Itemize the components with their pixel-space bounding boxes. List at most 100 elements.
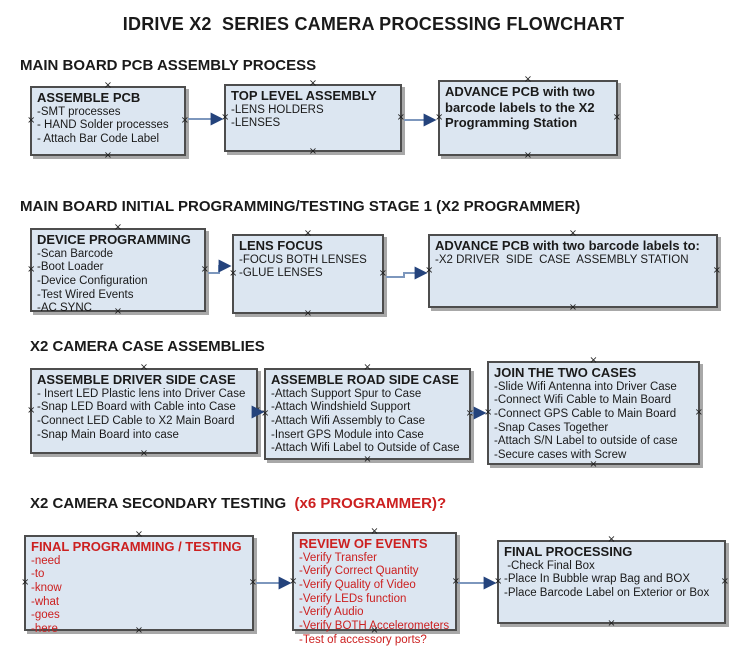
box-item: -Connect LED Cable to X2 Main Board (37, 414, 235, 427)
box-item: -Scan Barcode (37, 247, 114, 260)
box-items: -Check Final Box-Place In Bubble wrap Ba… (504, 560, 719, 601)
connection-point-icon: × (134, 625, 144, 636)
box-item: -Insert GPS Module into Case (271, 428, 424, 441)
connection-point-icon: × (435, 112, 444, 123)
box-item: -to (31, 568, 45, 581)
flow-box-join-the-two-cases: JOIN THE TWO CASES -Slide Wifi Antenna i… (484, 356, 703, 470)
connector-arrow-lensfocus-to-advance (386, 266, 428, 280)
connection-point-icon: × (113, 306, 123, 317)
box-title: ASSEMBLE DRIVER SIDE CASE (37, 372, 236, 387)
connection-point-icon: × (139, 362, 149, 373)
box-title: ADVANCE PCB with two barcode labels to: (435, 238, 700, 253)
connection-point-icon: × (451, 575, 460, 587)
connection-point-icon: × (113, 222, 123, 233)
connection-point-icon: × (139, 448, 149, 459)
box-title: DEVICE PROGRAMMING (37, 232, 191, 247)
box-item: -Attach S/N Label to outside of case (494, 435, 678, 448)
box-item: - HAND Solder processes (37, 119, 169, 132)
box-item: -goes (31, 609, 60, 622)
box-item: -AC SYNC (37, 302, 92, 315)
flow-box-assemble-pcb: ASSEMBLE PCB -SMT processes- HAND Solder… (27, 81, 189, 161)
connection-point-icon: × (252, 405, 261, 416)
box-item: -Snap Cases Together (494, 421, 609, 434)
box-item: -need (31, 554, 61, 567)
section-heading-initial-programming: MAIN BOARD INITIAL PROGRAMMING/TESTING S… (20, 198, 581, 215)
connection-point-icon: × (261, 408, 270, 419)
connection-point-icon: × (103, 80, 113, 91)
box-item: -Verify Transfer (299, 551, 377, 564)
box-item: -Connect GPS Cable to Main Board (494, 407, 677, 420)
connection-point-icon: × (370, 526, 379, 537)
box-item: -GLUE LENSES (239, 267, 323, 280)
connection-point-icon: × (303, 308, 313, 319)
connection-point-icon: × (720, 576, 729, 587)
connection-point-icon: × (134, 529, 144, 540)
connection-point-icon: × (27, 405, 36, 416)
box-item: - Insert LED Plastic lens into Driver Ca… (37, 387, 246, 400)
connection-point-icon: × (289, 575, 298, 587)
connection-point-icon: × (303, 228, 313, 239)
box-items: -X2 DRIVER SIDE CASE ASSEMBLY STATION (435, 254, 711, 268)
box-item: - Attach Bar Code Label (37, 132, 160, 145)
box-item: -Attach Wifi Label to Outside of Case (271, 442, 460, 455)
box-item: -Test Wired Events (37, 288, 134, 301)
box-items: - Insert LED Plastic lens into Driver Ca… (37, 388, 251, 443)
connection-point-icon: × (494, 576, 503, 587)
connector-arrow-device-to-lensfocus (208, 259, 232, 274)
flow-box-top-level-assembly: TOP LEVEL ASSEMBLY -LENS HOLDERS-LENSES … (221, 79, 405, 157)
box-item: -Attach Windshield Support (271, 401, 411, 414)
connection-point-icon: × (370, 625, 379, 636)
connection-point-icon: × (229, 268, 238, 279)
box-items: -LENS HOLDERS-LENSES (231, 104, 395, 131)
connection-point-icon: × (612, 112, 621, 123)
connection-point-icon: × (308, 78, 318, 89)
connection-point-icon: × (221, 112, 230, 123)
box-title: TOP LEVEL ASSEMBLY (231, 88, 377, 103)
box-item: -Device Configuration (37, 274, 148, 287)
flow-box-advance-pcb-driver-side: ADVANCE PCB with two barcode labels to: … (425, 229, 721, 313)
connection-point-icon: × (103, 150, 113, 161)
connection-point-icon: × (363, 454, 372, 465)
box-item: -Test of accessory ports? (299, 633, 427, 646)
box-item: -FOCUS BOTH LENSES (239, 253, 367, 266)
connection-point-icon: × (248, 577, 257, 588)
connection-point-icon: × (465, 408, 474, 419)
connection-point-icon: × (607, 618, 616, 629)
flow-box-advance-pcb-programming-station: ADVANCE PCB with two barcode labels to t… (435, 75, 621, 161)
section-heading-secondary-testing: X2 CAMERA SECONDARY TESTING (x6 PROGRAMM… (30, 495, 446, 512)
box-item: -Verify Audio (299, 606, 364, 619)
connection-point-icon: × (180, 115, 189, 126)
box-item: -Attach Wifi Assembly to Case (271, 414, 426, 427)
box-items: -Scan Barcode-Boot Loader-Device Configu… (37, 248, 199, 316)
box-title: LENS FOCUS (239, 238, 323, 253)
box-items: -Slide Wifi Antenna into Driver Case-Con… (494, 381, 693, 463)
connection-point-icon: × (523, 150, 533, 161)
connection-point-icon: × (589, 355, 598, 366)
connection-point-icon: × (425, 265, 434, 276)
section-heading-secondary-testing-black: X2 CAMERA SECONDARY TESTING (30, 495, 295, 512)
flow-box-assemble-road-side-case: ASSEMBLE ROAD SIDE CASE -Attach Support … (261, 363, 474, 465)
box-item: -Attach Support Spur to Case (271, 387, 422, 400)
connection-point-icon: × (589, 459, 598, 470)
flow-box-final-processing: FINAL PROCESSING -Check Final Box-Place … (494, 535, 729, 629)
box-items: -Attach Support Spur to Case-Attach Wind… (271, 388, 464, 456)
connection-point-icon: × (27, 264, 36, 275)
connection-point-icon: × (523, 74, 533, 85)
flow-box-final-programming-testing: FINAL PROGRAMMING / TESTING -need-to-kno… (21, 530, 257, 636)
box-item: -Check Final Box (504, 559, 595, 572)
box-item: -Verify LEDs function (299, 592, 407, 605)
box-item: -LENS HOLDERS (231, 103, 324, 116)
box-item: -Verify Correct Quantity (299, 565, 419, 578)
box-item: -Verify BOTH Accelerometers (299, 619, 450, 632)
section-heading-pcb-assembly: MAIN BOARD PCB ASSEMBLY PROCESS (20, 57, 317, 74)
flow-box-review-of-events: REVIEW OF EVENTS -Verify Transfer-Verify… (289, 527, 460, 646)
box-title: JOIN THE TWO CASES (494, 365, 637, 380)
box-item: -SMT processes (37, 105, 121, 118)
box-item: -Connect Wifi Cable to Main Board (494, 394, 672, 407)
connection-point-icon: × (27, 115, 36, 126)
box-item: -Verify Quality of Video (299, 578, 416, 591)
connection-point-icon: × (396, 112, 405, 123)
box-item: -Secure cases with Screw (494, 448, 627, 461)
connection-point-icon: × (568, 302, 578, 313)
connection-point-icon: × (378, 268, 387, 279)
